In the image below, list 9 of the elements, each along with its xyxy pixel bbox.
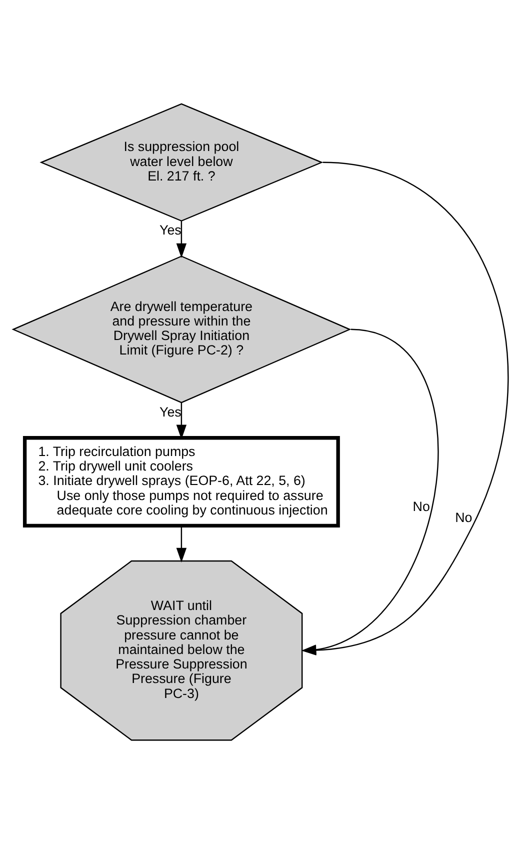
- edge-label: No: [455, 510, 472, 525]
- node-diamond: Are drywell temperature and pressure within the Drywell Spray Initiation Limit (Figure PC-2) ?: [12, 256, 352, 404]
- arrow: [176, 526, 187, 563]
- edge-label: Yes: [160, 222, 182, 238]
- node-diamond: Is suppression pool water level below El. 217 ft. ?: [40, 103, 324, 222]
- edge-label: No: [412, 498, 430, 514]
- node-box: 1. Trip recirculation pumps 2. Trip drywell unit coolers 3. Initiate drywell sprays (EOP-6, Att 22, 5, 6) Use only those pumps not required to assure adequate core cooling by continuous injection: [22, 436, 340, 528]
- edge-label: Yes: [160, 404, 182, 420]
- arrow: [176, 221, 187, 258]
